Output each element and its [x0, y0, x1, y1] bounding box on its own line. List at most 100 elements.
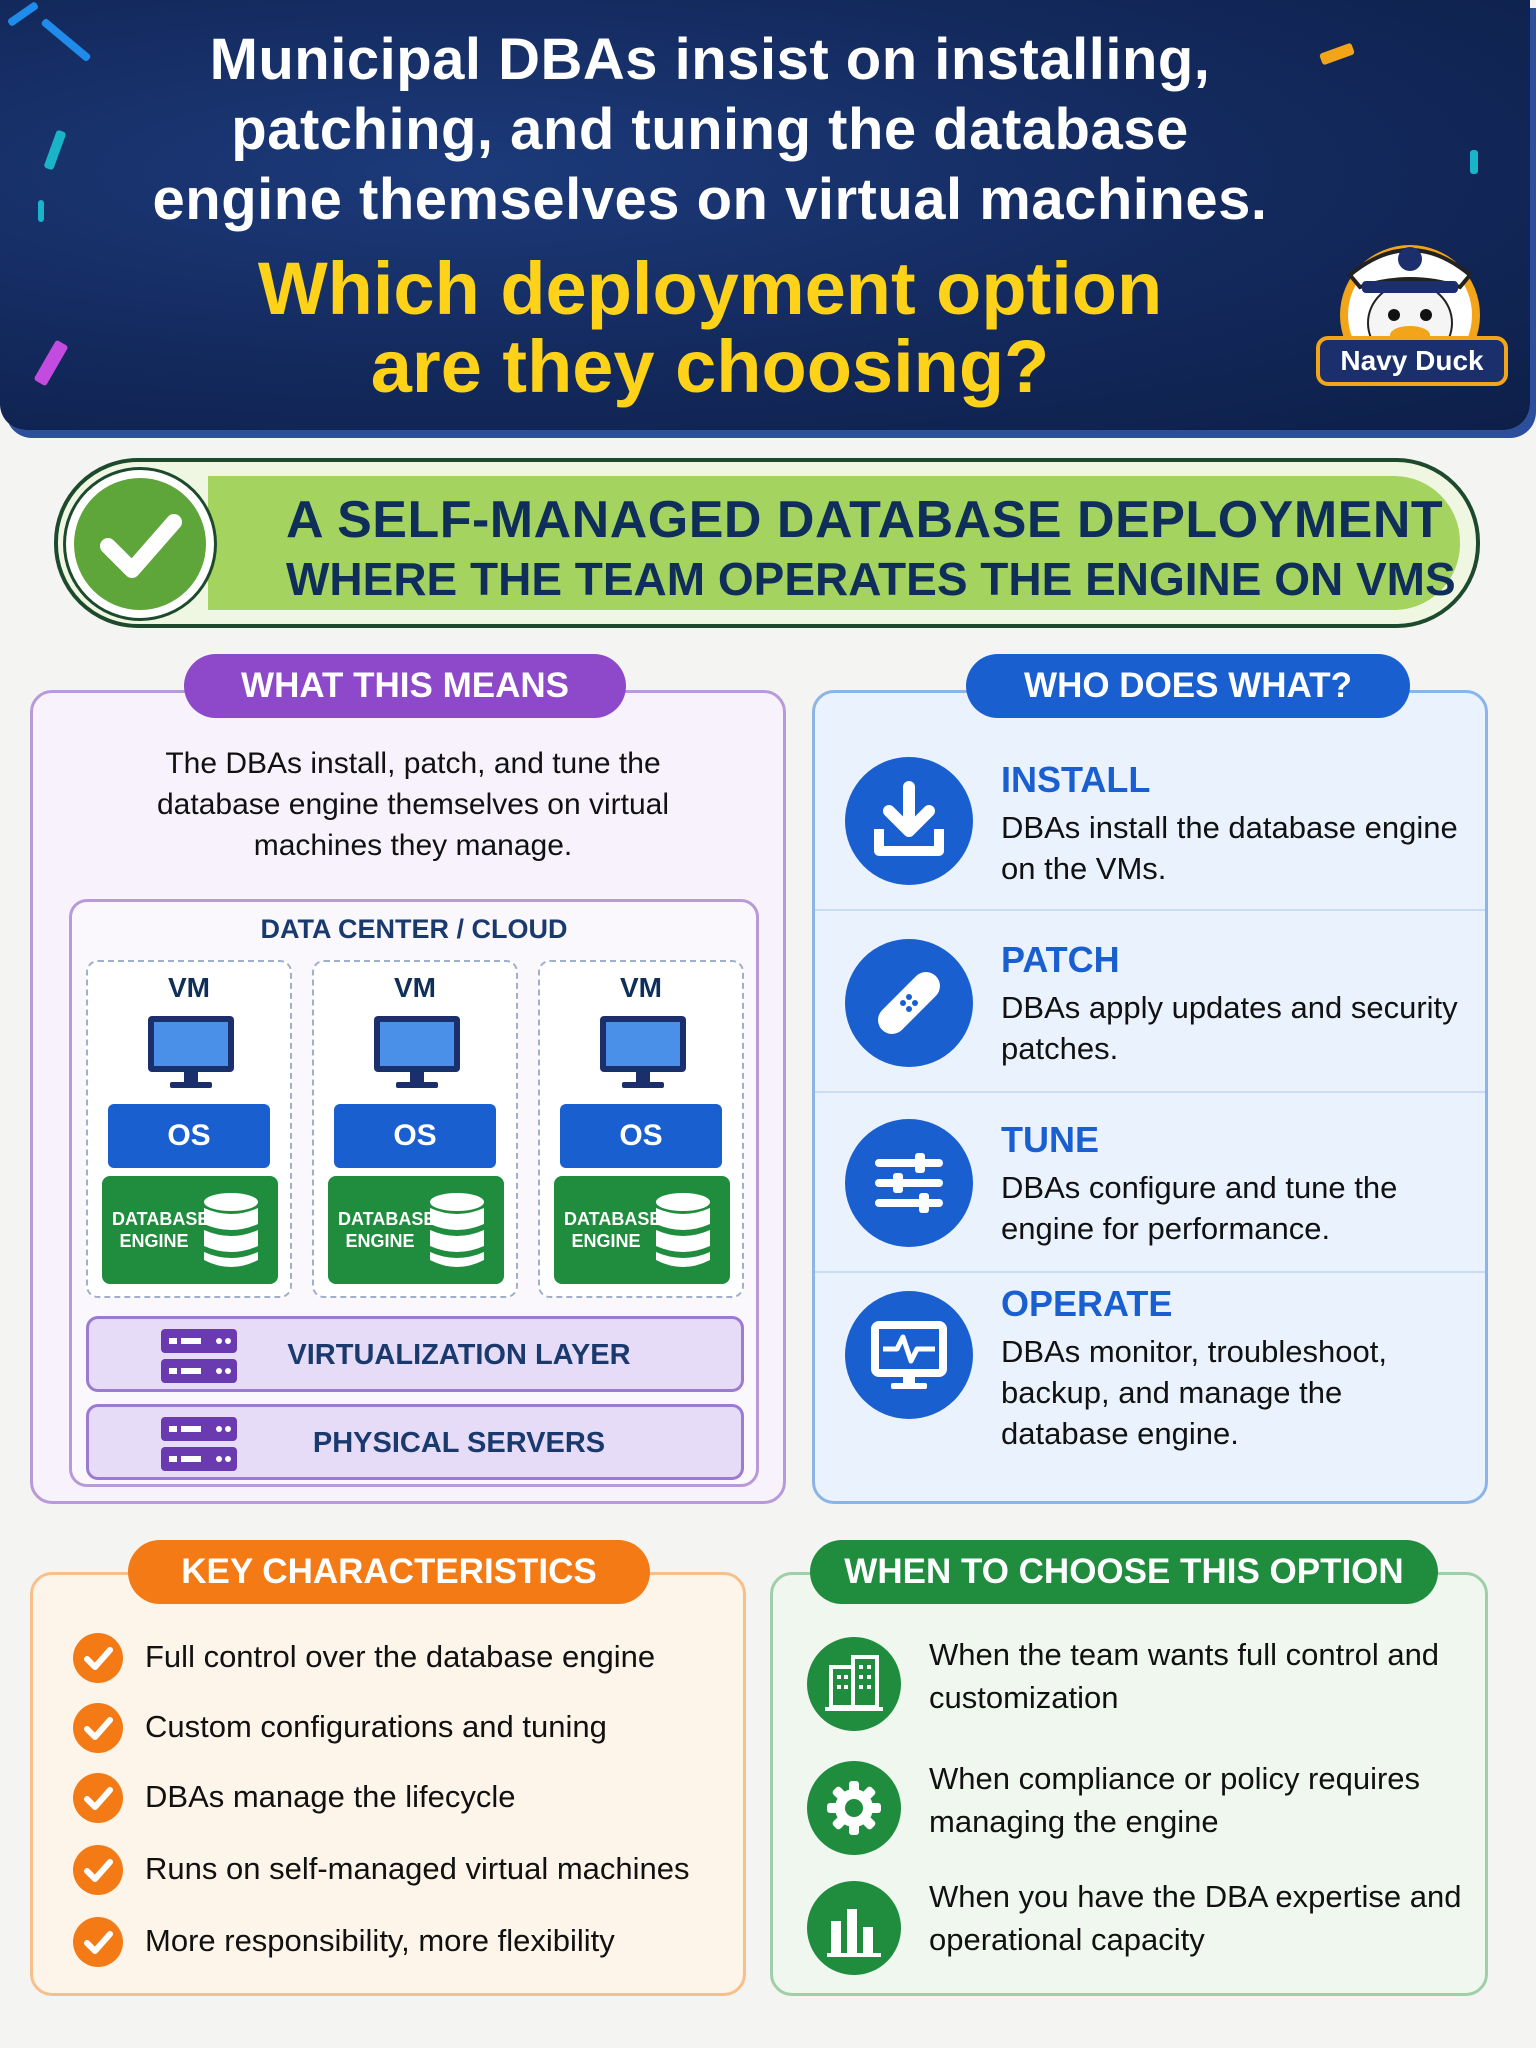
means-description: The DBAs install, patch, and tune the da…	[157, 747, 669, 862]
patch-description: DBAs apply updates and security patches.	[1001, 990, 1458, 1066]
what-this-means-card: The DBAs install, patch, and tune the da…	[30, 690, 786, 1504]
server-rack-icon	[161, 1417, 237, 1471]
confetti	[6, 0, 40, 28]
when-to-choose-title: WHEN TO CHOOSE THIS OPTION	[810, 1540, 1438, 1604]
building-icon	[825, 1655, 883, 1711]
question-line-2: patching, and tuning the database	[231, 97, 1189, 162]
bandage-icon	[878, 972, 940, 1034]
who-does-what-title: WHO DOES WHAT?	[966, 654, 1410, 718]
check-circle	[66, 470, 214, 618]
engine-label: DATABASE ENGINE	[338, 1209, 436, 1251]
database-icon	[204, 1193, 258, 1267]
characteristic-text: DBAs manage the lifecycle	[145, 1779, 516, 1814]
check-icon	[100, 514, 182, 578]
building-icon-circle	[807, 1637, 901, 1731]
navy-duck-badge: Navy Duck	[1316, 336, 1508, 386]
when-item-text: When the team wants full control and cus…	[929, 1637, 1440, 1715]
who-item-tune: TUNE DBAs configure and tune the engine …	[815, 1095, 1485, 1275]
bar-chart-icon	[827, 1909, 881, 1957]
patch-icon-circle	[845, 939, 973, 1067]
when-to-choose-card: When the team wants full control and cus…	[770, 1572, 1488, 1996]
database-engine-block: DATABASE ENGINE	[328, 1176, 504, 1284]
tune-title: TUNE	[1001, 1119, 1099, 1160]
key-characteristics-card: Full control over the database engine Cu…	[30, 1572, 746, 1996]
operate-icon-circle	[845, 1291, 973, 1419]
engine-label: DATABASE ENGINE	[564, 1209, 662, 1251]
operate-title: OPERATE	[1001, 1283, 1173, 1324]
vm-box: VM OS DATABASE ENGINE	[312, 960, 518, 1298]
question-highlight-1: Which deployment option	[257, 247, 1163, 330]
monitor-icon	[148, 1016, 234, 1088]
database-engine-block: DATABASE ENGINE	[554, 1176, 730, 1284]
server-rack-icon	[161, 1329, 237, 1383]
monitor-icon	[600, 1016, 686, 1088]
who-does-what-card: INSTALL DBAs install the database engine…	[812, 690, 1488, 1504]
answer-line-2: WHERE THE TEAM OPERATES THE ENGINE ON VM…	[286, 553, 1456, 605]
divider	[815, 1271, 1485, 1273]
database-icon	[430, 1193, 484, 1267]
tune-description: DBAs configure and tune the engine for p…	[1001, 1170, 1398, 1246]
virtualization-label: VIRTUALIZATION LAYER	[287, 1339, 631, 1371]
tune-icon-circle	[845, 1119, 973, 1247]
install-title: INSTALL	[1001, 759, 1151, 800]
question-line-1: Municipal DBAs insist on installing,	[209, 27, 1211, 92]
confetti	[1470, 150, 1478, 174]
check-circle	[73, 1633, 123, 1683]
who-item-install: INSTALL DBAs install the database engine…	[815, 733, 1485, 913]
physical-servers-layer: PHYSICAL SERVERS	[86, 1404, 744, 1480]
characteristic-text: Runs on self-managed virtual machines	[145, 1851, 690, 1886]
gear-icon-circle	[807, 1761, 901, 1855]
characteristic-text: More responsibility, more flexibility	[145, 1923, 615, 1958]
os-label: OS	[560, 1104, 722, 1168]
check-circle	[73, 1917, 123, 1967]
engine-label: DATABASE ENGINE	[112, 1209, 210, 1251]
vm-box: VM OS DATABASE ENGINE	[86, 960, 292, 1298]
data-center-title: DATA CENTER / CLOUD	[260, 914, 568, 944]
install-description: DBAs install the database engine on the …	[1001, 810, 1458, 886]
vm-label: VM	[620, 972, 662, 1003]
monitor-icon	[374, 1016, 460, 1088]
when-item-text: When you have the DBA expertise and oper…	[929, 1879, 1462, 1957]
who-item-operate: OPERATE DBAs monitor, troubleshoot, back…	[815, 1275, 1485, 1455]
question-highlight-2: are they choosing?	[370, 325, 1050, 408]
operate-description: DBAs monitor, troubleshoot, backup, and …	[1001, 1334, 1387, 1451]
answer-banner: A SELF-MANAGED DATABASE DEPLOYMENT WHERE…	[54, 458, 1480, 628]
vm-label: VM	[394, 972, 436, 1003]
os-label: OS	[334, 1104, 496, 1168]
database-icon	[656, 1193, 710, 1267]
database-engine-block: DATABASE ENGINE	[102, 1176, 278, 1284]
download-icon	[874, 781, 944, 856]
check-icon	[84, 1647, 113, 1670]
confetti	[38, 200, 44, 222]
physical-servers-label: PHYSICAL SERVERS	[312, 1427, 606, 1459]
key-characteristics-title: KEY CHARACTERISTICS	[128, 1540, 650, 1604]
divider	[815, 909, 1485, 911]
vm-label: VM	[168, 972, 210, 1003]
install-icon-circle	[845, 757, 973, 885]
characteristic-text: Custom configurations and tuning	[145, 1709, 607, 1744]
virtualization-layer: VIRTUALIZATION LAYER	[86, 1316, 744, 1392]
chart-icon-circle	[807, 1881, 901, 1975]
check-circle	[73, 1845, 123, 1895]
sliders-icon	[875, 1153, 943, 1213]
vm-box: VM OS DATABASE ENGINE	[538, 960, 744, 1298]
check-circle	[73, 1773, 123, 1823]
what-this-means-title: WHAT THIS MEANS	[184, 654, 626, 718]
monitor-pulse-icon	[871, 1321, 947, 1389]
question-line-3: engine themselves on virtual machines.	[152, 167, 1268, 232]
check-icon	[84, 1787, 113, 1810]
check-icon	[84, 1859, 113, 1882]
when-item-text: When compliance or policy requires manag…	[929, 1761, 1421, 1839]
patch-title: PATCH	[1001, 939, 1120, 980]
data-center-diagram: DATA CENTER / CLOUD VM OS DATABASE ENGIN…	[69, 899, 759, 1487]
check-circle	[73, 1703, 123, 1753]
answer-line-1: A SELF-MANAGED DATABASE DEPLOYMENT	[286, 491, 1444, 549]
os-label: OS	[108, 1104, 270, 1168]
answer-fill	[208, 476, 1460, 610]
gear-icon	[827, 1781, 881, 1835]
header-banner: Municipal DBAs insist on installing, pat…	[0, 0, 1530, 430]
characteristic-text: Full control over the database engine	[145, 1639, 656, 1674]
check-icon	[84, 1717, 113, 1740]
check-icon	[84, 1931, 113, 1954]
divider	[815, 1091, 1485, 1093]
